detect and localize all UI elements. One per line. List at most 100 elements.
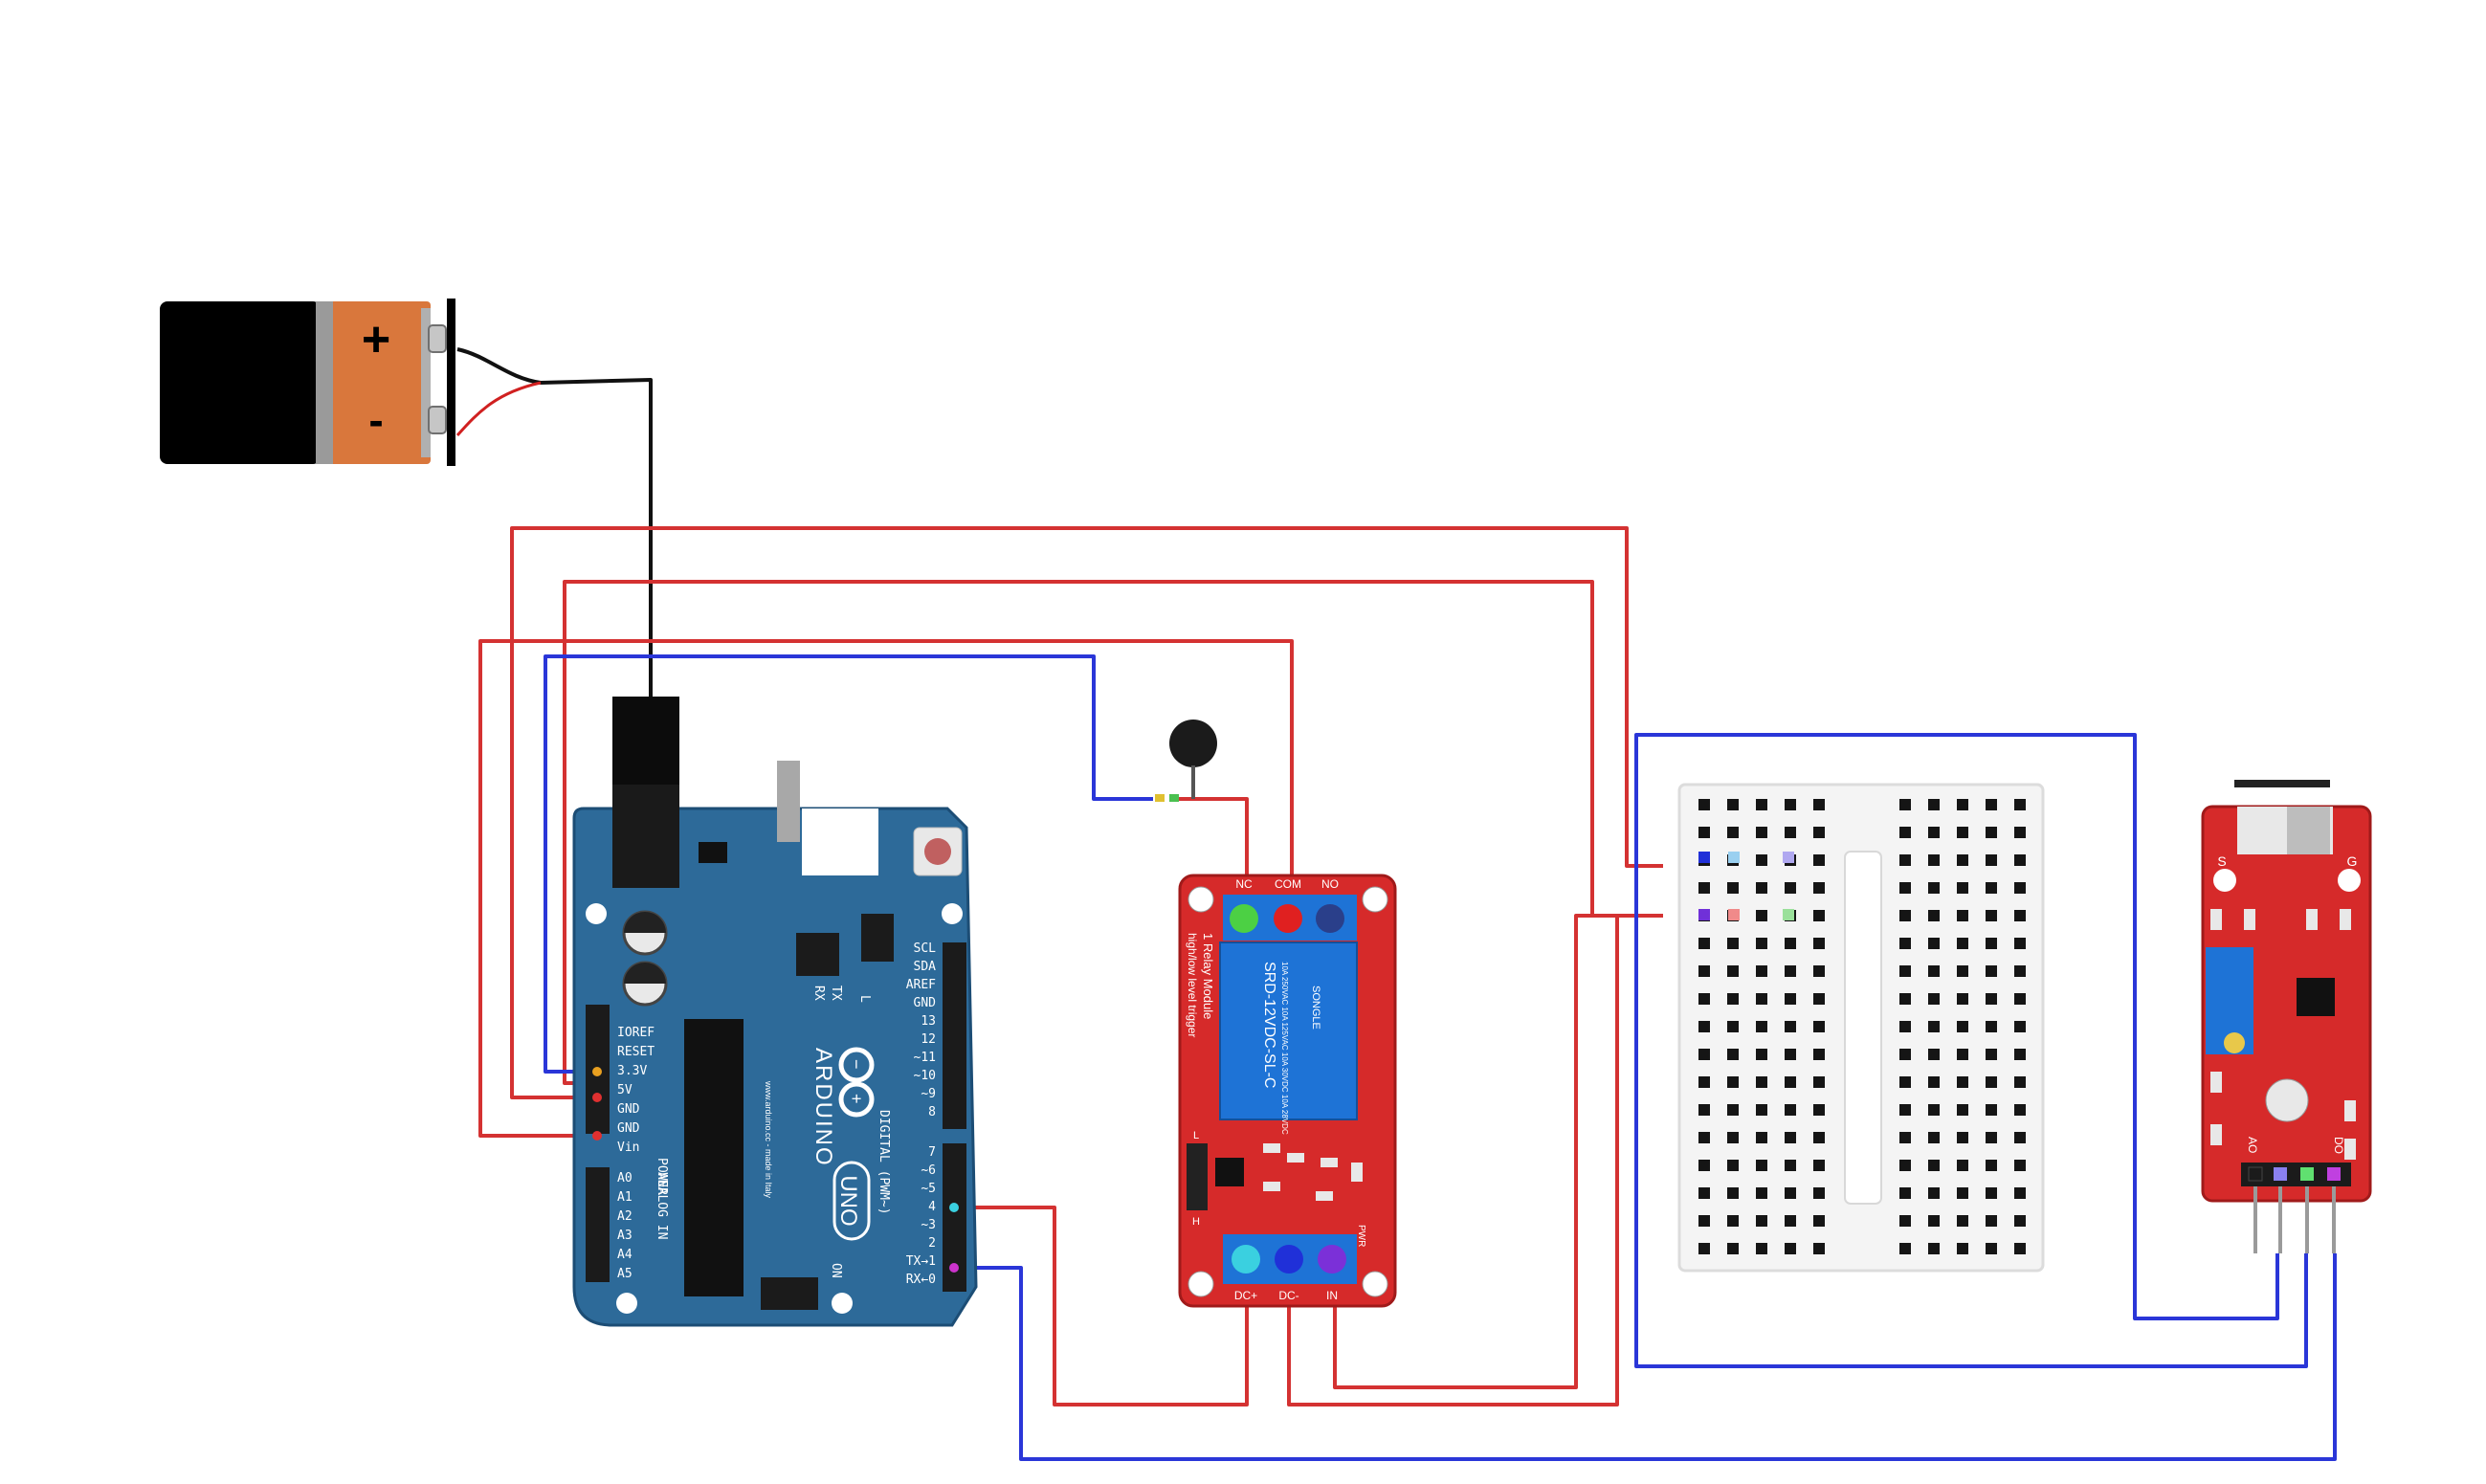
terminal-in	[1318, 1245, 1346, 1274]
battery-terminal-minus	[428, 406, 447, 434]
breadboard-hole	[1986, 827, 1997, 838]
breadboard-hole	[1957, 1215, 1968, 1227]
pin-3: ~3	[921, 1218, 936, 1232]
voltage-regulator	[699, 842, 727, 863]
breadboard-hole	[1698, 1049, 1710, 1060]
breadboard-hole	[1813, 1049, 1825, 1060]
pin-9: ~9	[921, 1087, 936, 1101]
breadboard-hole	[1698, 1076, 1710, 1088]
breadboard-hole	[1785, 1160, 1796, 1171]
breadboard-hole	[1899, 1104, 1911, 1116]
breadboard-hole	[1785, 1104, 1796, 1116]
pin-reset: RESET	[617, 1045, 655, 1059]
breadboard-hole	[1698, 1021, 1710, 1032]
breadboard-hole	[1813, 882, 1825, 894]
mount-hole-3	[616, 1293, 637, 1314]
power-jack-shade	[612, 785, 679, 888]
breadboard-hole	[1957, 1104, 1968, 1116]
breadboard-hole	[1756, 1132, 1767, 1143]
breadboard-hole	[1698, 938, 1710, 949]
breadboard-hole	[1928, 1243, 1940, 1254]
breadboard-holes	[1698, 799, 2026, 1254]
breadboard-hole	[1957, 1187, 1968, 1199]
pin-5: ~5	[921, 1182, 936, 1196]
pin-6: ~6	[921, 1163, 936, 1178]
breadboard-hole	[1727, 1104, 1739, 1116]
pin-a3: A3	[617, 1229, 633, 1243]
power-pin-labels: IOREF RESET 3.3V 5V GND GND Vin	[617, 1026, 655, 1155]
breadboard-hole	[1785, 882, 1796, 894]
relay-ratings: 10A 250VAC 10A 125VAC 10A 30VDC 10A 28VD…	[1280, 962, 1289, 1135]
sensor-top-bar	[2234, 780, 2330, 787]
sensor-ao-label: AO	[2246, 1137, 2259, 1153]
breadboard-hole	[1928, 1021, 1940, 1032]
breadboard-hole	[1986, 993, 1997, 1005]
breadboard-hole	[1727, 965, 1739, 977]
breadboard-hole	[1957, 1243, 1968, 1254]
pin-tx1: TX→1	[906, 1254, 936, 1269]
breadboard-hole	[1957, 1132, 1968, 1143]
breadboard-hole	[2014, 993, 2026, 1005]
pin-vin: Vin	[617, 1141, 639, 1155]
breadboard-hole	[1957, 910, 1968, 921]
breadboard-hole	[1698, 1215, 1710, 1227]
bb-hole-lavender	[1783, 852, 1794, 863]
battery-clip-bar	[447, 299, 455, 466]
pin-a0: A0	[617, 1171, 633, 1185]
breadboard-hole	[1986, 1076, 1997, 1088]
motor-body	[1169, 720, 1217, 767]
vibration-motor	[1155, 720, 1217, 802]
battery-body-black	[160, 301, 321, 464]
breadboard-hole	[2014, 1160, 2026, 1171]
breadboard-hole	[1785, 965, 1796, 977]
pin-3v3: 3.3V	[617, 1064, 647, 1078]
breadboard-hole	[1813, 1132, 1825, 1143]
breadboard-hole	[1813, 938, 1825, 949]
breadboard-hole	[1928, 1076, 1940, 1088]
wire-blue-breadboard-left	[1634, 733, 2279, 1320]
power-section-label: POWER	[655, 1158, 669, 1195]
breadboard-hole	[1785, 1187, 1796, 1199]
breadboard-hole	[1727, 938, 1739, 949]
rx-label: RX	[811, 986, 826, 1001]
breadboard-hole	[2014, 1243, 2026, 1254]
mini-breadboard	[1677, 783, 2045, 1273]
breadboard-hole	[1928, 965, 1940, 977]
breadboard-hole	[1785, 1049, 1796, 1060]
relay-module: NC COM NO 1 Relay Module high/low level …	[1178, 874, 1397, 1308]
battery-body-orange	[321, 301, 431, 464]
breadboard-hole	[1756, 882, 1767, 894]
pin-8: 8	[928, 1105, 936, 1119]
breadboard-hole	[1928, 938, 1940, 949]
sensor-s-label: S	[2217, 853, 2226, 869]
terminal-dc-minus	[1275, 1245, 1303, 1274]
breadboard-hole	[1957, 1160, 1968, 1171]
breadboard-hole	[1698, 1104, 1710, 1116]
breadboard-hole	[1986, 1243, 1997, 1254]
breadboard-hole	[1899, 938, 1911, 949]
breadboard-hole	[1928, 1104, 1940, 1116]
terminal-dc-plus	[1232, 1245, 1260, 1274]
relay-l-label: L	[1193, 1130, 1199, 1141]
relay-nc-label: NC	[1235, 877, 1253, 891]
breadboard-hole	[1899, 1215, 1911, 1227]
battery-plus-label: +	[362, 312, 390, 367]
breadboard-hole	[1727, 1215, 1739, 1227]
usb-notch	[802, 808, 878, 875]
pin-a5: A5	[617, 1267, 633, 1281]
breadboard-hole	[1813, 910, 1825, 921]
breadboard-hole	[1785, 1076, 1796, 1088]
battery-red-wire	[455, 381, 542, 436]
breadboard-hole	[1698, 965, 1710, 977]
breadboard-hole	[1727, 882, 1739, 894]
breadboard-hole	[1813, 1187, 1825, 1199]
breadboard-hole	[1986, 910, 1997, 921]
breadboard-hole	[1756, 1076, 1767, 1088]
bb-hole-lightblue	[1728, 852, 1740, 863]
breadboard-hole	[1899, 854, 1911, 866]
breadboard-hole	[2014, 938, 2026, 949]
pin-aref: AREF	[906, 978, 936, 992]
wire-blue-breadboard-bottom	[1634, 866, 2308, 1368]
breadboard-hole	[1957, 799, 1968, 810]
